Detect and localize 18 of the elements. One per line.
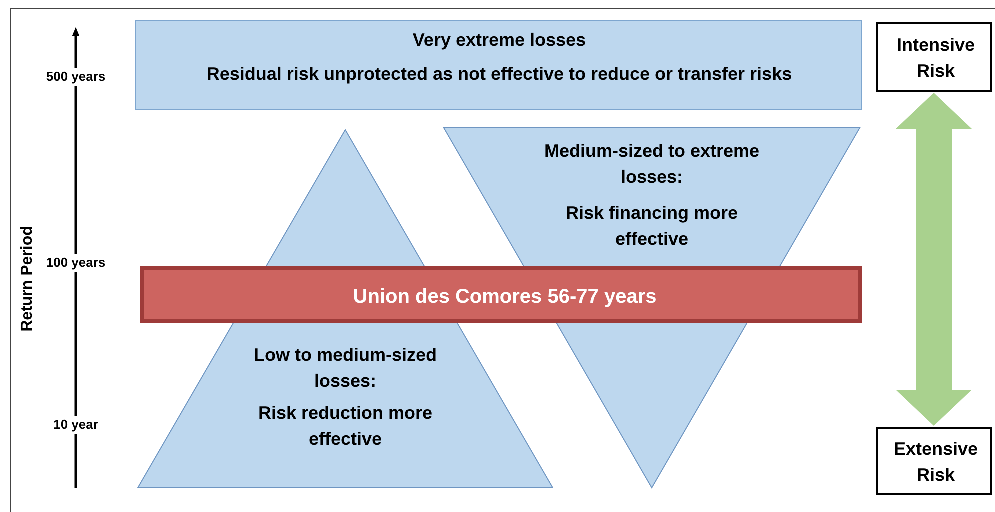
- tick-label: 100 years: [44, 254, 108, 272]
- double-arrow: [896, 93, 972, 426]
- bar-label: Union des Comores 56-77 years: [352, 285, 658, 310]
- description: Risk reduction more effective: [257, 402, 434, 451]
- category-box: [876, 427, 992, 495]
- description: Risk financing more effective: [564, 202, 740, 251]
- heading: Low to medium-sized losses:: [252, 344, 438, 393]
- axis-title: Return Period: [19, 225, 37, 334]
- heading: Very extreme losses: [412, 29, 588, 52]
- highlight-bar: [140, 266, 862, 323]
- tick-label: 500 years: [44, 68, 108, 86]
- tick-label: 10 year: [52, 416, 100, 434]
- description: Residual risk unprotected as not effective to reduce or transfer risks: [206, 63, 794, 86]
- box-label: Extensive Risk: [892, 438, 980, 487]
- category-box: [876, 22, 992, 92]
- banner-box: [135, 20, 862, 110]
- box-label: Intensive Risk: [896, 34, 976, 83]
- heading: Medium-sized to extreme losses:: [543, 140, 761, 189]
